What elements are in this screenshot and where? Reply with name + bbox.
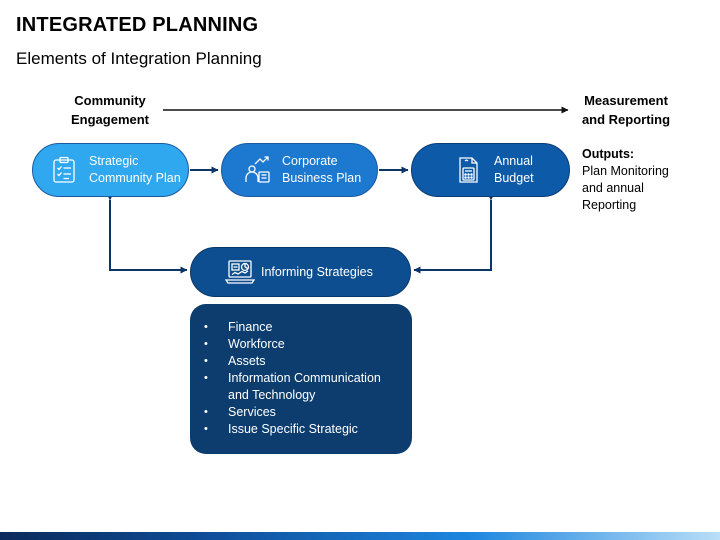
strategies-list-box: Finance Workforce Assets Information Com… [190, 304, 412, 454]
page-title: INTEGRATED PLANNING [16, 14, 259, 36]
list-item: Finance [202, 319, 404, 336]
informing-strategies-node: Informing Strategies [190, 247, 411, 297]
list-item: Services [202, 404, 404, 421]
strategies-list: Finance Workforce Assets Information Com… [202, 319, 404, 438]
outputs-title: Outputs: [582, 147, 635, 161]
outputs-note: Outputs: Plan Monitoring and annual Repo… [582, 146, 669, 214]
list-item: Workforce [202, 336, 404, 353]
outputs-line: Reporting [582, 198, 637, 212]
list-item: Issue Specific Strategic [202, 421, 404, 438]
list-item: Assets [202, 353, 404, 370]
measurement-reporting-label: Measurement and Reporting [581, 93, 671, 127]
analytics-laptop-icon [225, 257, 255, 287]
arrow-budget-informing [413, 193, 495, 274]
list-item: Information Communication and Technology [202, 370, 404, 404]
budget-calculator-icon [454, 155, 484, 185]
arrow-strategic-informing [106, 193, 188, 274]
community-engagement-label: Community Engagement [70, 93, 149, 127]
outputs-line: and annual [582, 181, 644, 195]
footer-gradient-bar [0, 532, 720, 540]
page-subtitle: Elements of Integration Planning [16, 49, 262, 68]
business-growth-icon [242, 155, 272, 185]
informing-strategies-label: Informing Strategies [261, 264, 373, 279]
clipboard-checklist-icon [49, 155, 79, 185]
outputs-line: Plan Monitoring [582, 164, 669, 178]
